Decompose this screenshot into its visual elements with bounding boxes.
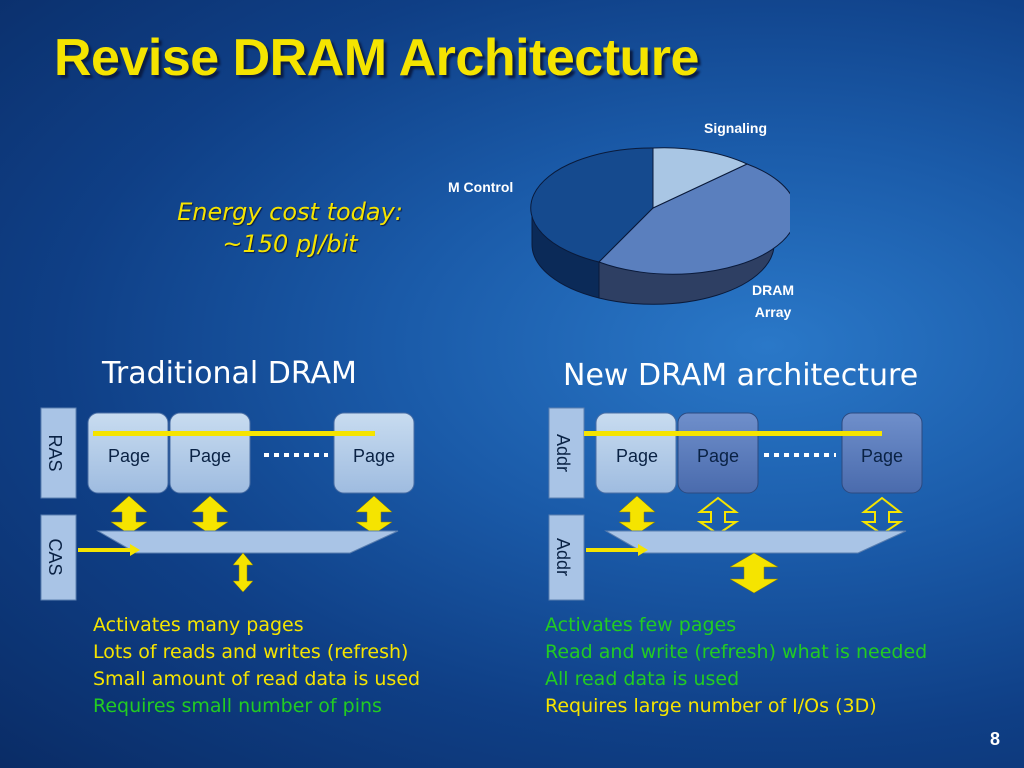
pie-slice-signaling [652,147,749,209]
traditional-dram-heading: Traditional DRAM [102,356,357,391]
new-dram-heading: New DRAM architecture [563,358,919,393]
addr-input-arrow [586,544,648,556]
new-row-select-line [584,431,882,436]
pie-label-signaling: Signaling [704,120,767,136]
new-page-label-1: Page [616,446,658,466]
pie-label-control: M Control [448,179,514,195]
cas-label: CAS [45,538,65,575]
wide-data-output-arrow [729,552,779,594]
new-dram-diagram: Addr Addr Page Page Page [548,407,923,601]
new-page-arrow-3 [860,496,904,536]
addr-label-top: Addr [553,434,573,472]
traditional-bullet-4: Requires small number of pins [93,695,382,717]
new-bullet-3: All read data is used [545,668,740,690]
page-arrow-1 [110,495,148,535]
energy-cost-line1: Energy cost today: [177,198,403,226]
row-select-line [93,431,375,436]
ras-box [40,407,77,499]
new-bullet-1: Activates few pages [545,614,737,636]
energy-cost-line2: ~150 pJ/bit [222,230,358,258]
slide-title: Revise DRAM Architecture [54,29,699,87]
traditional-bullet-2: Lots of reads and writes (refresh) [93,641,409,663]
traditional-dram-diagram: RAS CAS Page Page Page [40,407,415,601]
pie-slice-control [530,147,654,263]
page-label-1: Page [108,446,150,466]
ras-label: RAS [45,434,65,471]
traditional-bullets: Activates many pages Lots of reads and w… [93,612,420,720]
addr-box-bottom [548,514,585,601]
new-page-label-2: Page [697,446,739,466]
new-bullet-2: Read and write (refresh) what is needed [545,641,928,663]
new-bullet-4: Requires large number of I/Os (3D) [545,695,877,717]
column-mux [96,530,399,554]
new-arch-bullets: Activates few pages Read and write (refr… [545,612,927,720]
energy-cost-note: Energy cost today: ~150 pJ/bit [120,196,460,260]
page-label-2: Page [189,446,231,466]
addr-box-top [548,407,585,499]
new-page-label-3: Page [861,446,903,466]
data-output-arrow [232,552,254,593]
pie-label-dram-line2: Array [754,304,792,320]
new-column-mux [604,530,907,554]
addr-label-bottom: Addr [553,538,573,576]
page-arrow-3 [355,495,393,535]
cas-box [40,514,77,601]
energy-pie-chart [530,147,790,305]
slide-number: 8 [989,729,1000,749]
page-arrow-2 [191,495,229,535]
traditional-bullet-1: Activates many pages [93,614,304,636]
cas-input-arrow [78,544,140,556]
pie-label-dram-array: DRAM Array [752,279,794,323]
pie-slice-dram-array [598,163,790,275]
new-page-arrow-2 [696,496,740,536]
pie-label-dram-line1: DRAM [752,282,794,298]
page-label-3: Page [353,446,395,466]
new-page-arrow-1 [618,495,656,535]
traditional-bullet-3: Small amount of read data is used [93,668,421,690]
